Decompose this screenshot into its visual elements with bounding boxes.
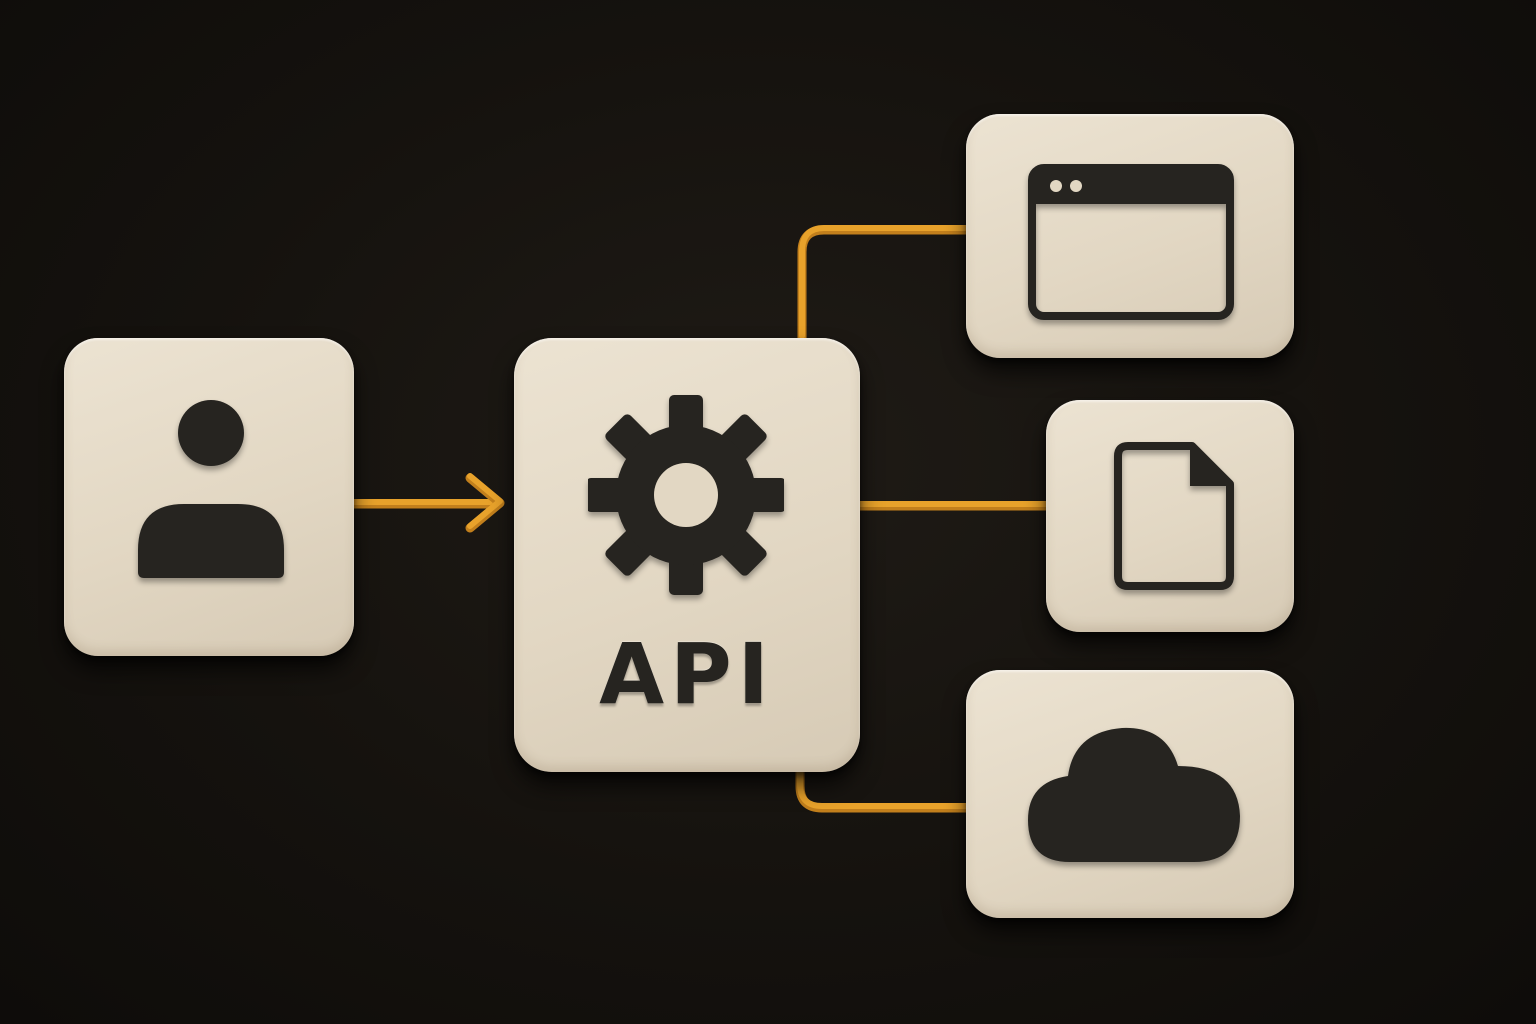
- browser-window-icon: [1028, 164, 1234, 320]
- user-icon: [138, 400, 284, 578]
- browser-node: [966, 114, 1294, 358]
- gear-icon: [588, 395, 784, 595]
- api-node: API: [514, 338, 860, 772]
- edge-api-to-document: [855, 501, 1051, 511]
- edge-user-to-api: [349, 473, 505, 533]
- cloud-node: [966, 670, 1294, 918]
- api-label: API: [599, 625, 775, 723]
- cloud-icon: [1028, 727, 1240, 862]
- edge-api-to-browser: [797, 225, 971, 343]
- edge-api-to-cloud: [795, 767, 971, 813]
- user-node: [64, 338, 354, 656]
- document-icon: [1114, 442, 1234, 590]
- document-node: [1046, 400, 1294, 632]
